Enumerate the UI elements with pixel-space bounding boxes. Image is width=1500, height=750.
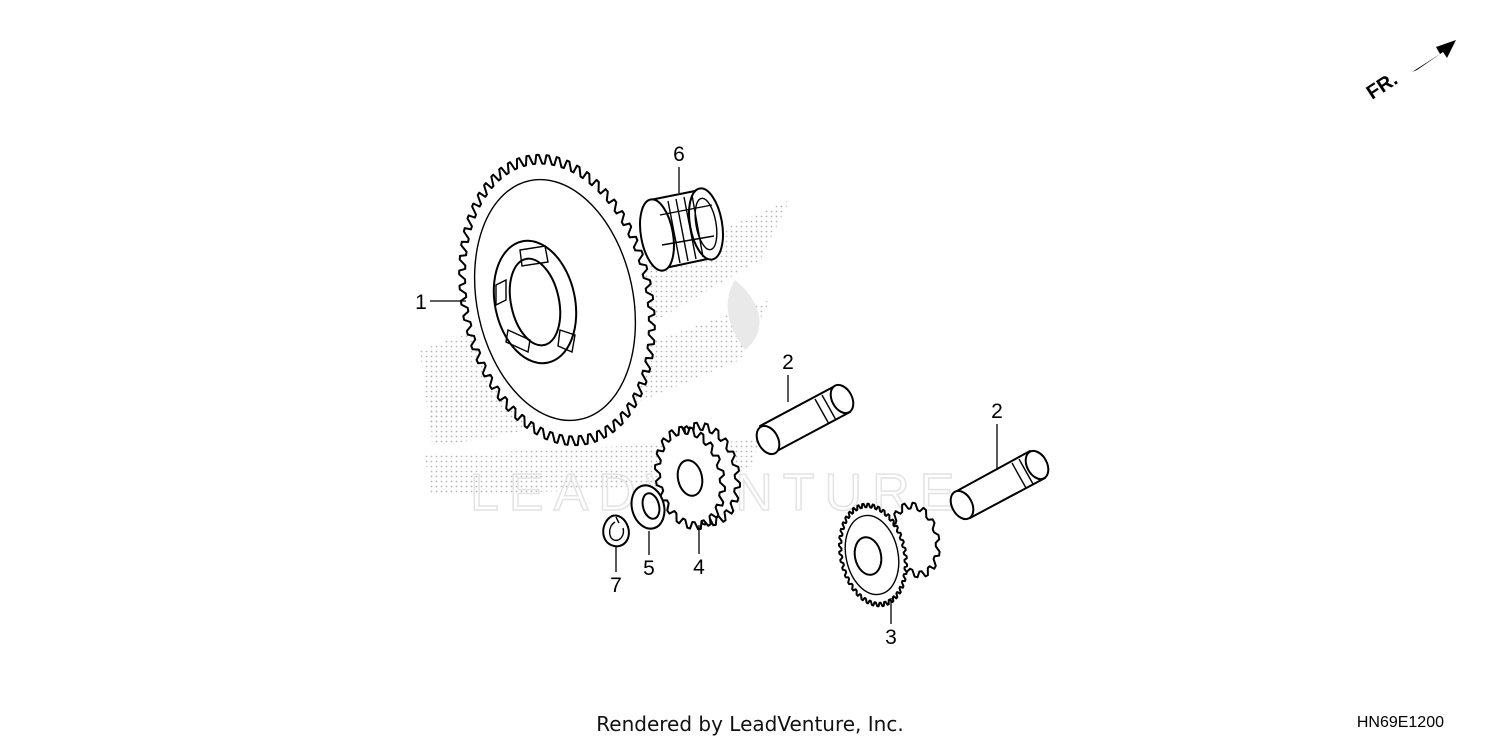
circlip [602, 514, 630, 548]
front-direction-indicator: FR. [1363, 40, 1456, 104]
callout-number: 4 [693, 556, 705, 579]
callout-number: 7 [610, 574, 622, 597]
callout-7: 7 [610, 547, 622, 597]
callout-4: 4 [693, 525, 705, 579]
large-gear [458, 153, 656, 447]
callout-1: 1 [415, 291, 466, 314]
needle-bearing [639, 187, 724, 272]
callout-5: 5 [643, 531, 655, 580]
callout-number: 2 [991, 400, 1003, 423]
front-label: FR. [1363, 68, 1402, 104]
callout-2-upper: 2 [782, 351, 794, 402]
shaft-lower [949, 449, 1050, 521]
washer [630, 484, 666, 530]
callout-6: 6 [673, 143, 685, 193]
shaft-upper [755, 383, 855, 456]
callout-number: 1 [415, 291, 427, 314]
double-gear [838, 501, 941, 608]
callout-3: 3 [885, 598, 897, 649]
callout-number: 2 [782, 351, 794, 374]
callout-number: 6 [673, 143, 685, 166]
arrow-icon [1412, 40, 1456, 72]
callout-2-lower: 2 [991, 400, 1003, 468]
diagram-code: HN69E1200 [1356, 714, 1444, 731]
small-gear [654, 421, 741, 531]
credit-text: Rendered by LeadVenture, Inc. [596, 712, 904, 736]
callout-number: 5 [643, 557, 655, 580]
callout-number: 3 [885, 626, 897, 649]
